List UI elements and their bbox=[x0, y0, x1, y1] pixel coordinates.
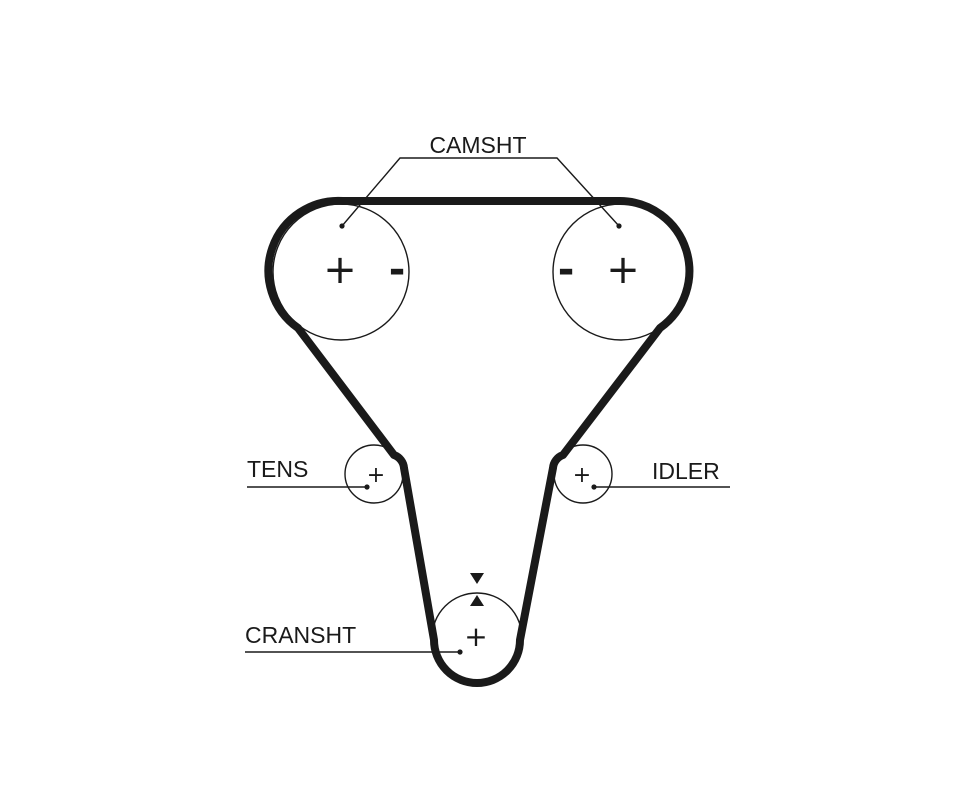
right-camshaft-timing-minus: - bbox=[558, 247, 575, 293]
tensioner-leader-dot bbox=[364, 484, 370, 490]
tensioner-label: TENS bbox=[247, 456, 308, 482]
crankshaft-center-plus: + bbox=[464, 620, 487, 653]
camshaft-label: CAMSHT bbox=[429, 132, 526, 158]
timing-belt bbox=[264, 196, 694, 687]
crankshaft-timing-triangle-down bbox=[470, 573, 484, 584]
crankshaft-leader-dot bbox=[457, 649, 463, 655]
idler-center-plus: + bbox=[573, 463, 591, 488]
crankshaft-timing-triangle-up bbox=[470, 595, 484, 606]
left-camshaft-timing-minus: - bbox=[389, 247, 406, 293]
right-camshaft-leader-dot bbox=[616, 223, 622, 229]
crankshaft-label: CRANSHT bbox=[245, 622, 356, 648]
idler-label: IDLER bbox=[652, 458, 720, 484]
tensioner-center-plus: + bbox=[367, 463, 385, 488]
right-camshaft-center-plus: + bbox=[606, 247, 640, 293]
left-camshaft-leader-dot bbox=[339, 223, 345, 229]
camshaft-leader-line bbox=[341, 157, 620, 227]
idler-leader-dot bbox=[591, 484, 597, 490]
left-camshaft-center-plus: + bbox=[323, 247, 357, 293]
